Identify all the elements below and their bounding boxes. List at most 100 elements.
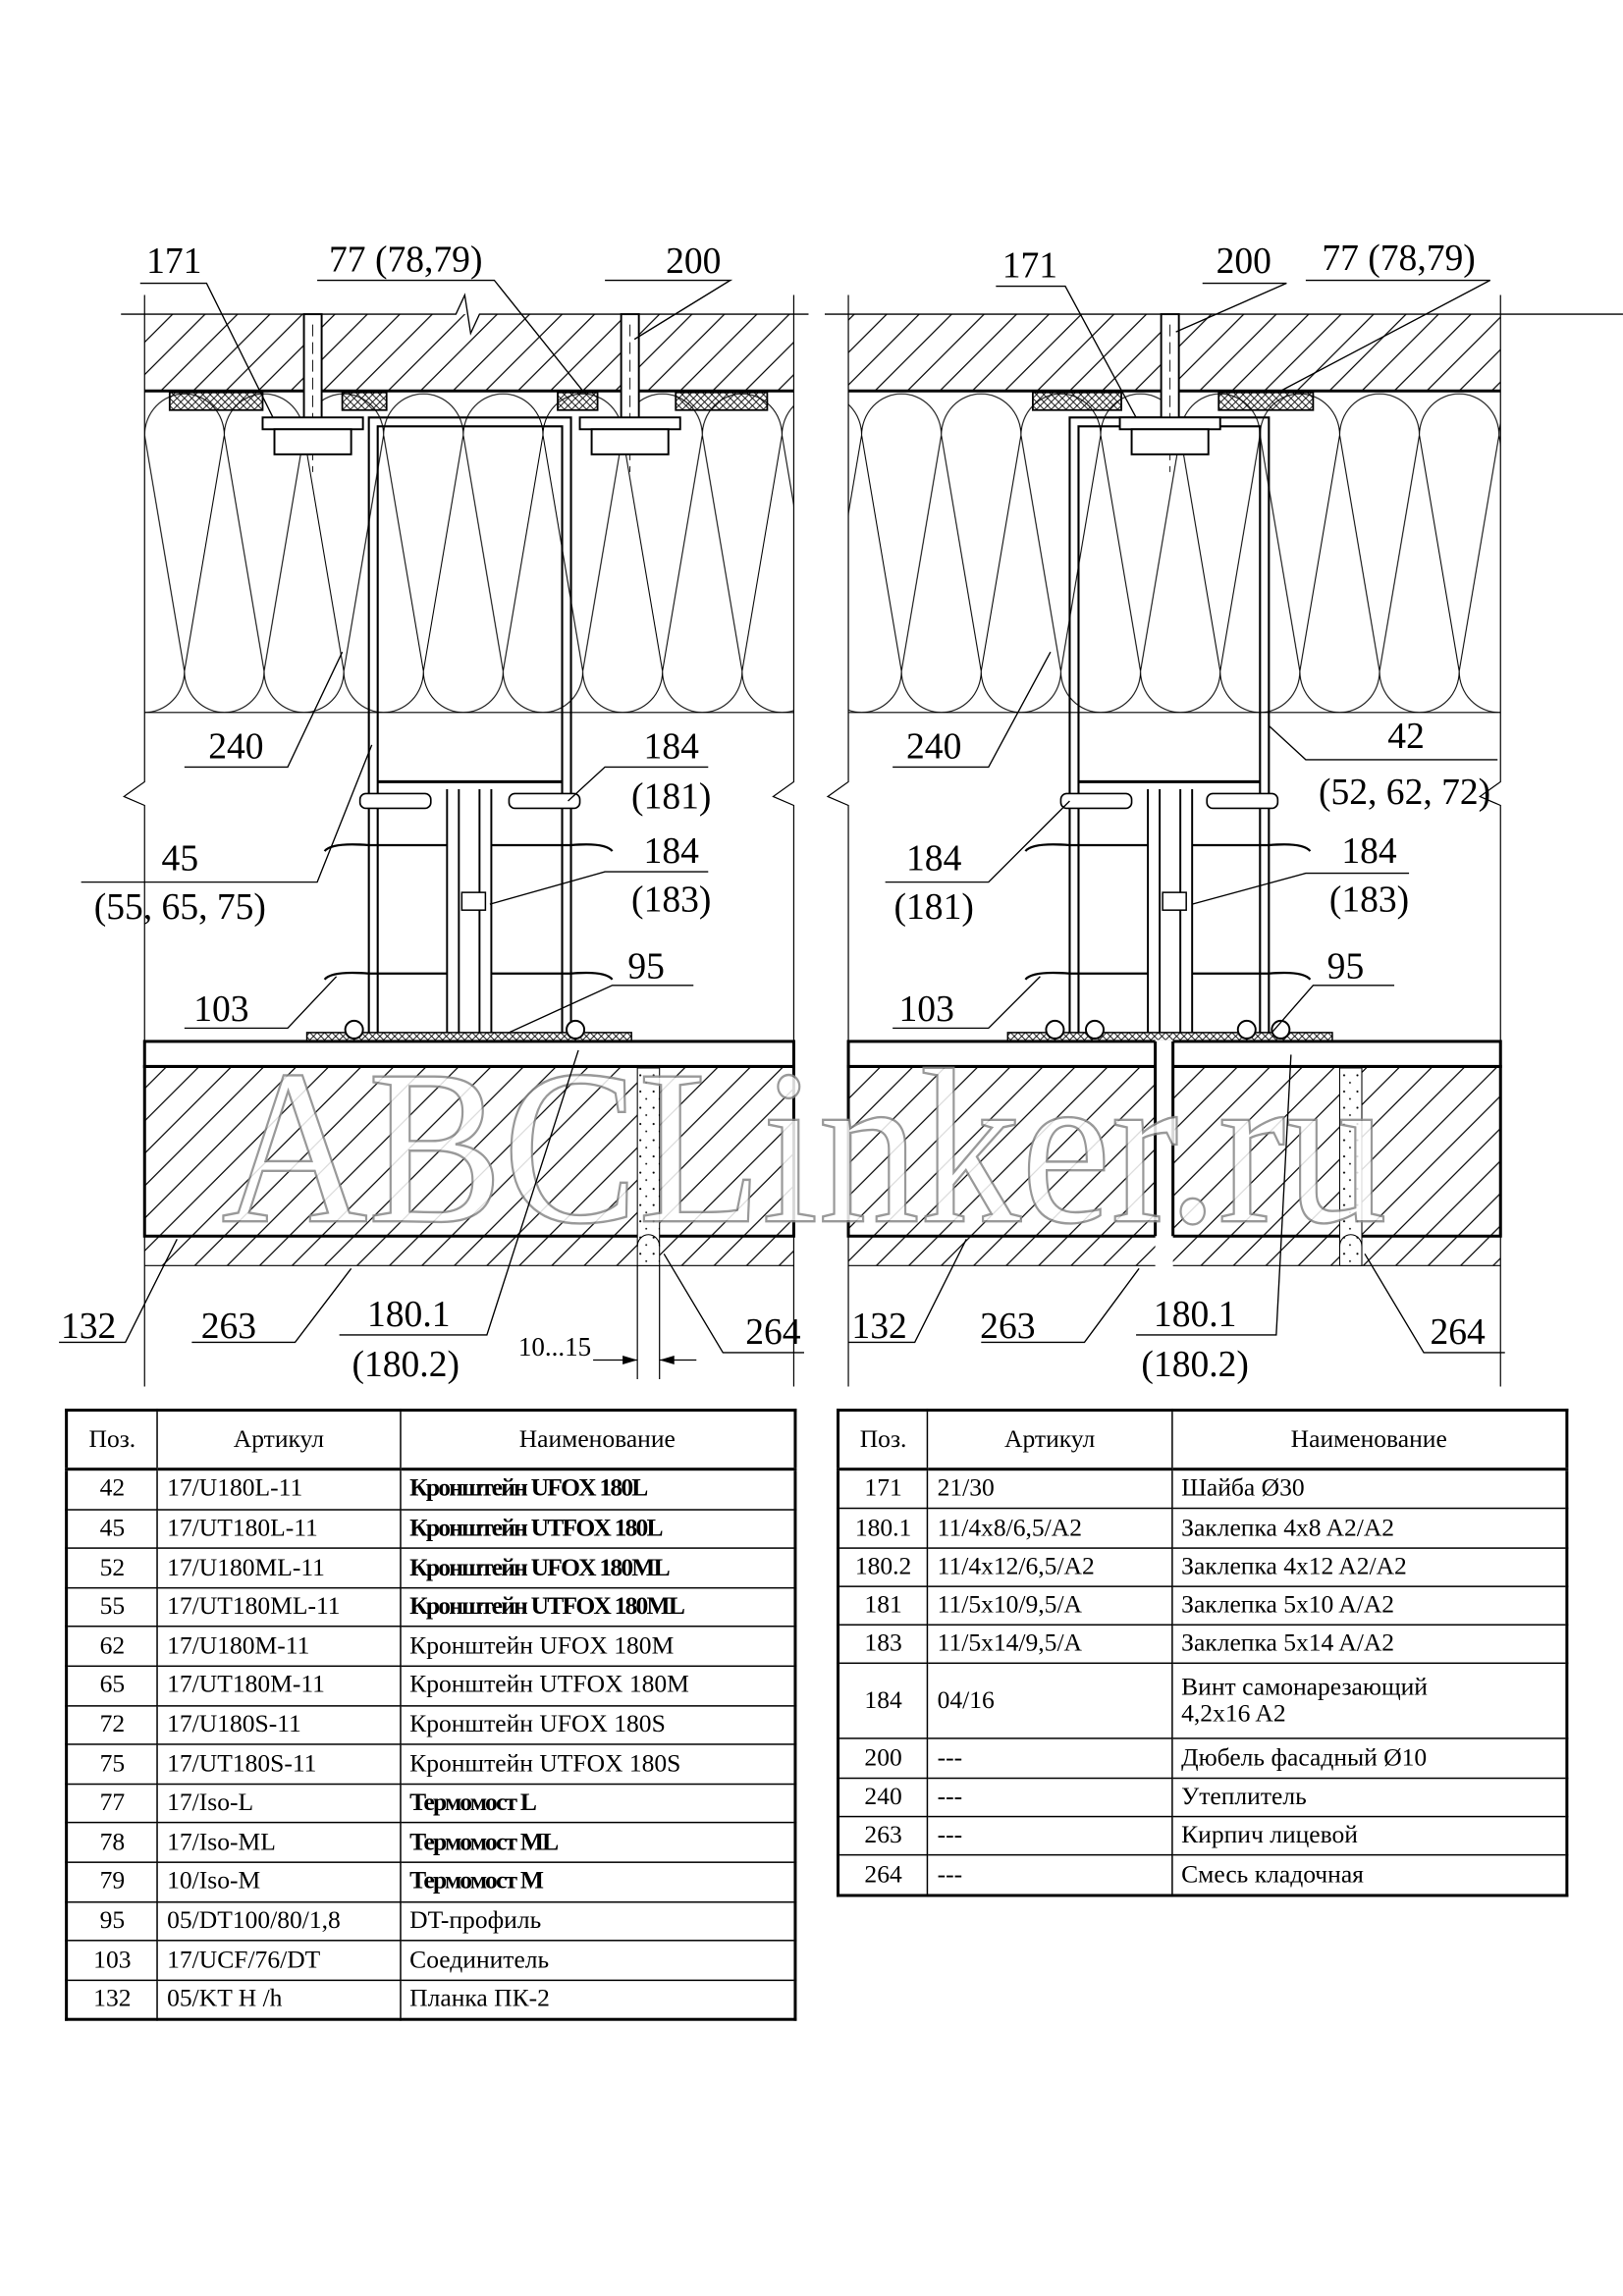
cell-name-text: Заклепка 5x10 A/A2 [1181, 1590, 1395, 1619]
callout-45-alt: (55, 65, 75) [94, 887, 266, 928]
cell-position-text: 263 [864, 1820, 902, 1849]
table-row: 240 ---Утеплитель [837, 1777, 1568, 1818]
cell-article-text: 17/U180M-11 [167, 1630, 310, 1660]
cell-position-text: 42 [99, 1473, 126, 1503]
cell-position-text: 180.2 [854, 1551, 912, 1580]
cell-article-text: --- [937, 1742, 963, 1772]
boundary-line [826, 294, 849, 1387]
callout-184: 184 [906, 839, 962, 880]
cell-position-text: 184 [864, 1685, 902, 1715]
cell-position: 77 [65, 1783, 159, 1824]
cell-article-text: 17/U180L-11 [167, 1473, 303, 1503]
callout-77: 77 (78,79) [329, 240, 482, 280]
panel-strip-132 [142, 1040, 795, 1068]
cell-position: 65 [65, 1665, 159, 1706]
insulation [144, 392, 794, 713]
cell-article: --- [927, 1777, 1173, 1818]
cell-position: 183 [837, 1624, 929, 1665]
joint-recess [1338, 1234, 1363, 1247]
cell-name-text: Кирпич лицевой [1181, 1820, 1358, 1849]
cell-article-text: 11/5x14/9,5/A [937, 1629, 1083, 1658]
cell-position: 72 [65, 1704, 159, 1745]
thermal-pad [1031, 391, 1122, 411]
callout-183: (183) [631, 881, 711, 921]
cell-name: DT-профиль [399, 1900, 796, 1942]
cell-article: 11/5x14/9,5/A [927, 1624, 1173, 1665]
rivet [1271, 1019, 1291, 1040]
section-left [121, 293, 809, 1387]
cell-name: Соединитель [399, 1940, 796, 1981]
cell-position-text: 52 [99, 1552, 126, 1581]
cell-name-text: Винт самонарезающий [1181, 1672, 1428, 1701]
table-row: 183 11/5x14/9,5/A Заклепка 5x14 A/A2 [837, 1624, 1568, 1665]
washer [1118, 416, 1221, 431]
callout-171: 171 [1002, 246, 1057, 287]
cell-name-text: Термомост M [409, 1866, 544, 1896]
cell-name-text: Кронштейн UTFOX 180ML [409, 1591, 685, 1621]
thermal-pad [1217, 391, 1315, 411]
callout-200: 200 [1217, 241, 1271, 282]
cell-article: 17/UT180L-11 [156, 1508, 402, 1550]
cell-position: 132 [65, 1979, 159, 2021]
panel-joint [1154, 1041, 1175, 1237]
section-right [825, 294, 1623, 1387]
cell-article: 17/U180M-11 [156, 1626, 402, 1667]
rivet [344, 1019, 364, 1040]
cell-position-text: 45 [99, 1513, 126, 1542]
cell-article-text: 17/UT180M-11 [167, 1670, 325, 1699]
cell-article: 17/UT180ML-11 [156, 1586, 402, 1629]
callout-180-1: 180.1 [367, 1295, 450, 1335]
table-row: 263---Кирпич лицевой [837, 1815, 1568, 1856]
cell-article: 17/UCF/76/DT [156, 1940, 402, 1981]
cell-name-text: Термомост ML [409, 1827, 559, 1856]
header-name: Наименование [1170, 1409, 1568, 1471]
cell-name-text-line2: 4,2x16 A2 [1181, 1699, 1286, 1729]
callout-263: 263 [980, 1307, 1035, 1347]
dimension-lines [593, 1265, 697, 1380]
callout-184b: 184 [644, 831, 700, 872]
cell-article: 10/Iso-M [156, 1861, 402, 1902]
washer [578, 416, 681, 431]
cell-article: 17/UT180M-11 [156, 1665, 402, 1706]
nut [1130, 428, 1210, 455]
screw [1206, 792, 1279, 810]
cell-name: Заклепка 5x10 A/A2 [1170, 1585, 1568, 1627]
thermal-pad [168, 391, 264, 411]
header-article: Артикул [156, 1409, 402, 1471]
screw [1059, 792, 1133, 810]
table-row: 264---Смесь кладочная [837, 1854, 1568, 1896]
cell-position: 78 [65, 1822, 159, 1863]
cell-position: 55 [65, 1586, 159, 1629]
rivet [1236, 1019, 1257, 1040]
cell-position-text: 79 [99, 1866, 126, 1896]
cell-position-text: 240 [864, 1782, 902, 1810]
nut [590, 428, 670, 455]
cell-article: 17/U180ML-11 [156, 1547, 402, 1589]
cell-article-text: 17/UT180L-11 [167, 1513, 318, 1542]
cell-article-text: 05/KT H /h [167, 1984, 283, 2012]
cell-article-text: 17/UCF/76/DT [167, 1945, 321, 1973]
section-drawings: ABCLinker.ru 171 77 (78,79) 200 240 45 (… [59, 239, 1623, 1387]
cell-name: Утеплитель [1170, 1777, 1568, 1818]
callout-171: 171 [146, 241, 201, 282]
cell-position-text: 171 [864, 1473, 902, 1503]
cell-name-text: Заклепка 5x14 A/A2 [1181, 1629, 1395, 1658]
callout-45: 45 [162, 839, 199, 880]
boundary-line [1478, 294, 1501, 1387]
cell-name: Кронштейн UTFOX 180L [399, 1508, 796, 1550]
cell-name-text: Кронштейн UTFOX 180S [409, 1748, 681, 1778]
cell-article: 21/30 [927, 1468, 1173, 1510]
cell-article-text: 17/UT180ML-11 [167, 1591, 341, 1621]
cell-name: Кронштейн UFOX 180ML [399, 1547, 796, 1589]
leaders-right [848, 279, 1505, 1354]
cell-article: --- [927, 1737, 1173, 1779]
callouts-right: 171 200 77 (78,79) 240 42 (52, 62, 72) 1… [851, 239, 1490, 1385]
callout-184: 184 [644, 726, 700, 767]
boundary-line [123, 294, 145, 1387]
cell-name-text: Планка ПК-2 [409, 1984, 550, 2012]
cell-position: 200 [837, 1737, 929, 1779]
cell-article-text: 11/4x12/6,5/A2 [937, 1551, 1095, 1580]
cell-name: Шайба Ø30 [1170, 1468, 1568, 1510]
header-article: Артикул [927, 1409, 1173, 1471]
